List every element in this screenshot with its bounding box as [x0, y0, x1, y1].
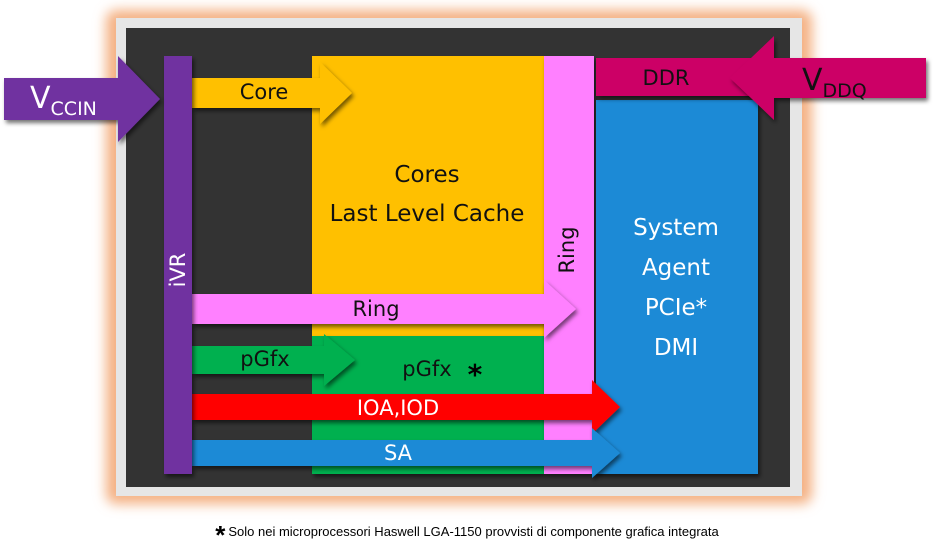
- sa-rail-arrow: [192, 428, 620, 478]
- ring-rail-arrow: [192, 280, 576, 338]
- ioa-iod-rail-arrow: [192, 380, 620, 434]
- footnote-asterisk: *: [215, 520, 226, 550]
- vccin-input-arrow: [4, 56, 160, 142]
- ivr-block: [164, 56, 192, 474]
- footnote: *Solo nei microprocessori Haswell LGA-11…: [0, 520, 934, 551]
- ddr-label: DDR: [643, 66, 690, 90]
- system-agent-block: [596, 100, 758, 474]
- core-rail-label: Core: [240, 80, 289, 104]
- core-rail-arrow: [192, 62, 352, 124]
- pgfx-rail-arrow: [192, 334, 355, 386]
- cores-block: [312, 56, 544, 336]
- system-agent-line-3: PCIe*: [645, 295, 707, 321]
- vddq-main: V: [802, 63, 823, 98]
- sa-rail-label: SA: [384, 441, 413, 465]
- ioa-iod-rail-label: IOA,IOD: [357, 396, 439, 420]
- ivr-label: iVR: [166, 253, 190, 288]
- vccin-sub: CCIN: [51, 98, 97, 120]
- footnote-text: Solo nei microprocessori Haswell LGA-115…: [228, 524, 719, 539]
- cores-label: Cores: [394, 162, 459, 188]
- vccin-label: VCCIN: [30, 81, 97, 120]
- last-level-cache-label: Last Level Cache: [330, 201, 525, 227]
- vccin-main: V: [30, 81, 51, 116]
- vddq-input-arrow: [730, 36, 926, 120]
- system-agent-line-1: System: [633, 215, 719, 241]
- ring-rail-label: Ring: [352, 297, 399, 321]
- pgfx-block-label: pGfx: [402, 357, 451, 381]
- pgfx-asterisk: *: [468, 358, 483, 391]
- pgfx-rail-label: pGfx: [240, 347, 289, 371]
- vddq-label: VDDQ: [802, 63, 867, 102]
- ring-block-label: Ring: [555, 226, 579, 273]
- vddq-sub: DDQ: [823, 80, 867, 102]
- system-agent-line-4: DMI: [654, 335, 698, 361]
- system-agent-line-2: Agent: [642, 255, 710, 281]
